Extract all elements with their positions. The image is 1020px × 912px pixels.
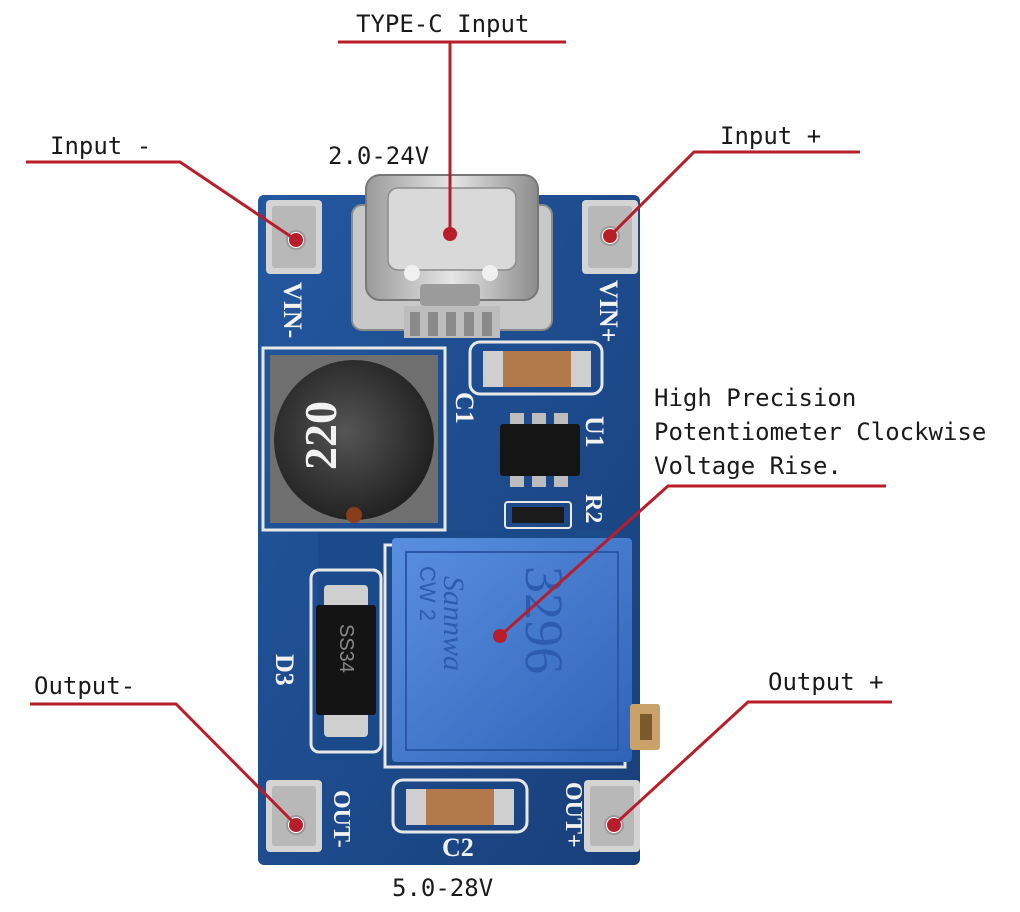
dot-input-plus — [603, 229, 617, 243]
silk-d3: D3 — [270, 654, 299, 686]
chip-u1 — [500, 413, 580, 487]
leader-potentiometer — [499, 484, 886, 638]
silk-out-plus: OUT+ — [560, 782, 586, 848]
leader-input-plus — [608, 150, 860, 238]
output-plus-label: Output + — [768, 668, 884, 696]
input-plus-label: Input + — [720, 122, 822, 150]
resistor-r2 — [504, 501, 572, 529]
output-minus-label: Output- — [34, 672, 136, 700]
type-c-label: TYPE-C Input — [356, 10, 530, 38]
silk-vin-plus: VIN+ — [594, 280, 623, 343]
potentiometer-label-2: Potentiometer Clockwise — [654, 418, 987, 446]
potentiometer-label-3: Voltage Rise. — [654, 452, 842, 480]
silk-vin-minus: VIN- — [278, 282, 307, 338]
diode-marking: SS34 — [335, 624, 357, 673]
capacitor-c2 — [391, 778, 529, 834]
leader-output-minus — [30, 702, 298, 827]
silk-u1: U1 — [580, 416, 609, 448]
inductor-code: 220 — [295, 401, 346, 470]
pot-code: 3296 — [514, 566, 574, 674]
dot-input-minus — [289, 233, 303, 247]
potentiometer-label-1: High Precision — [654, 384, 857, 412]
silk-c2: C2 — [442, 833, 474, 862]
dot-potentiometer — [493, 629, 507, 643]
silk-c1: C1 — [450, 392, 479, 424]
type-c-connector — [351, 174, 553, 338]
potentiometer — [383, 538, 660, 769]
leader-output-plus — [612, 700, 892, 827]
diode-d3 — [309, 568, 383, 754]
pot-brand: Sannwa — [437, 576, 470, 671]
dot-output-minus — [289, 818, 303, 832]
pot-cw: CW 2 — [415, 566, 440, 621]
silk-r2: R2 — [580, 494, 606, 523]
capacitor-c1 — [468, 340, 604, 396]
leader-input-minus — [26, 160, 297, 242]
silk-out-minus: OUT- — [328, 790, 354, 848]
input-minus-label: Input - — [50, 132, 152, 160]
input-range-label: 2.0-24V — [328, 142, 430, 170]
inductor — [261, 346, 447, 532]
output-range-label: 5.0-28V — [392, 874, 494, 902]
out-plus-pad — [584, 780, 640, 852]
dot-output-plus — [607, 818, 621, 832]
out-minus-pad — [266, 780, 322, 852]
dot-type-c — [443, 227, 457, 241]
